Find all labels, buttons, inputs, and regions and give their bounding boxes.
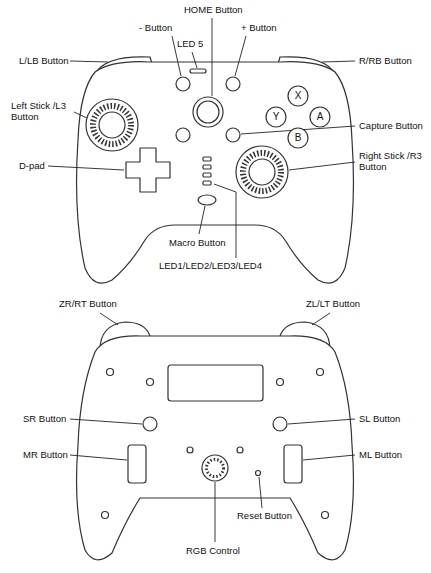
button-circle xyxy=(310,107,330,127)
led xyxy=(203,173,211,177)
leader-line xyxy=(192,52,197,68)
part-label: RGB Control xyxy=(185,545,241,556)
screw xyxy=(102,512,109,519)
leader-line xyxy=(70,455,127,460)
right-stick xyxy=(236,146,288,198)
leader-line xyxy=(70,419,142,424)
led-slot xyxy=(190,69,206,73)
leader-line xyxy=(303,455,355,460)
part-label: SL Button xyxy=(358,413,401,424)
part-label: D-pad xyxy=(18,160,46,171)
leader-line xyxy=(199,206,205,234)
minus-button xyxy=(176,77,190,91)
left-stick-top xyxy=(99,112,125,138)
part-label: SR Button xyxy=(22,413,67,424)
button-circle xyxy=(288,128,308,148)
part-label: Left Stick /L3 Button xyxy=(10,100,74,123)
screw xyxy=(317,369,324,376)
leader-line xyxy=(74,112,87,118)
home-button xyxy=(193,97,223,127)
leader-line xyxy=(215,482,216,542)
controller-body-back xyxy=(77,336,354,560)
screw xyxy=(237,447,243,453)
mr-button xyxy=(128,445,146,483)
leader-line xyxy=(312,313,330,325)
small-button xyxy=(176,128,190,142)
button-letter: X xyxy=(295,91,302,101)
macro-button xyxy=(198,195,216,205)
button-circle xyxy=(266,107,286,127)
button-circle xyxy=(288,86,308,106)
part-label: Macro Button xyxy=(168,237,227,248)
screw xyxy=(107,369,114,376)
back-panel xyxy=(168,365,263,401)
part-label: R/RB Button xyxy=(358,55,413,66)
leader-line xyxy=(259,477,262,508)
leader-line xyxy=(48,166,124,170)
sl-button xyxy=(273,417,287,431)
screw xyxy=(147,379,154,386)
face-button: B xyxy=(287,127,309,149)
part-label: L/LB Button xyxy=(18,55,70,66)
button-letter: Y xyxy=(273,112,280,122)
capture-button xyxy=(226,128,240,142)
part-label: - Button xyxy=(138,22,173,33)
part-label: LED1/LED2/LED3/LED4 xyxy=(158,260,263,271)
leader-line xyxy=(235,36,246,76)
part-label: ZR/RT Button xyxy=(58,298,118,309)
face-button: X xyxy=(287,85,309,107)
part-label: Capture Button xyxy=(358,120,424,131)
face-button: A xyxy=(309,106,331,128)
screw xyxy=(187,447,193,453)
part-label: Right Stick /R3 Button xyxy=(358,150,424,173)
leader-line xyxy=(289,162,355,170)
part-label: ML Button xyxy=(358,449,403,460)
part-label: Reset Button xyxy=(236,510,293,521)
rgb-control xyxy=(202,455,228,481)
d-pad xyxy=(126,148,170,192)
leader-line xyxy=(70,61,108,62)
leader-line xyxy=(322,61,355,62)
led xyxy=(203,165,211,169)
leader-line xyxy=(212,18,213,96)
led xyxy=(203,181,211,185)
rgb-control-rays xyxy=(207,460,224,477)
leader-lines xyxy=(48,18,355,542)
reset-hole xyxy=(256,471,261,476)
part-label: ZL/LT Button xyxy=(305,298,361,309)
right-stick-grip xyxy=(243,153,281,191)
home-button-inner xyxy=(197,101,219,123)
part-label: LED 5 xyxy=(176,38,204,49)
part-label: MR Button xyxy=(22,449,69,460)
leader-line xyxy=(288,419,355,424)
button-letter: A xyxy=(317,112,324,122)
face-button: Y xyxy=(265,106,287,128)
leader-line xyxy=(100,313,118,325)
plus-button xyxy=(226,77,240,91)
part-label: + Button xyxy=(240,22,278,33)
controller-body xyxy=(77,62,354,283)
led xyxy=(203,157,211,161)
sr-button xyxy=(143,417,157,431)
screw xyxy=(322,512,329,519)
left-stick-grip xyxy=(93,106,131,144)
button-letter: B xyxy=(295,133,302,143)
screw xyxy=(277,379,284,386)
left-stick xyxy=(86,99,138,151)
part-label: HOME Button xyxy=(183,4,244,15)
right-stick-top xyxy=(249,159,275,185)
ml-button xyxy=(284,445,302,483)
